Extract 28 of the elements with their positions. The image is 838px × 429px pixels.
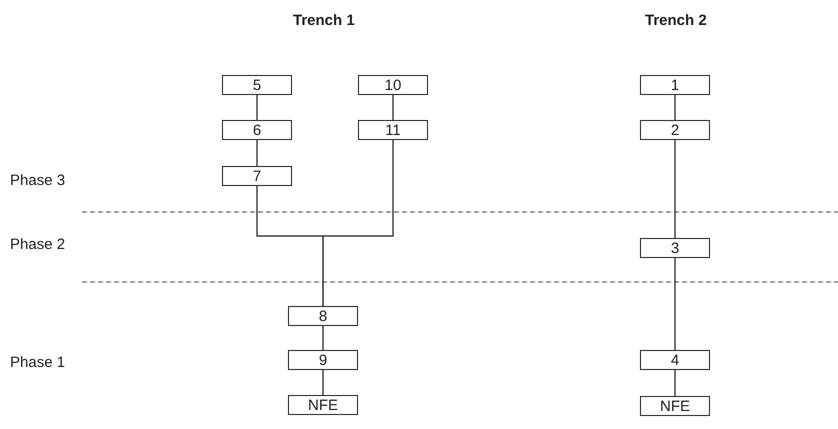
context-box: 9 [288, 350, 358, 370]
connector-line [322, 140, 394, 306]
connector-line [674, 95, 676, 120]
context-box: 3 [640, 238, 710, 258]
context-box: 5 [222, 75, 292, 95]
context-box: 7 [222, 166, 292, 186]
connector-line [256, 95, 258, 120]
trench-heading: Trench 1 [293, 12, 355, 29]
connector-line [674, 370, 676, 396]
connector-line [674, 258, 676, 350]
trench-heading: Trench 2 [645, 12, 707, 29]
context-box: 6 [222, 120, 292, 140]
phase-label: Phase 1 [10, 354, 66, 371]
connector-line [256, 140, 258, 166]
context-box: 8 [288, 306, 358, 326]
phase-label: Phase 2 [10, 236, 66, 253]
context-box: 11 [358, 120, 428, 140]
context-box: NFE [640, 396, 710, 416]
context-box: 1 [640, 75, 710, 95]
connector-line [322, 326, 324, 350]
context-box: 4 [640, 350, 710, 370]
context-box: 10 [358, 75, 428, 95]
connector-line [392, 95, 394, 120]
context-box: NFE [288, 395, 358, 415]
phase-label: Phase 3 [10, 172, 66, 189]
context-box: 2 [640, 120, 710, 140]
connector-line [674, 140, 676, 238]
connector-line [322, 370, 324, 395]
